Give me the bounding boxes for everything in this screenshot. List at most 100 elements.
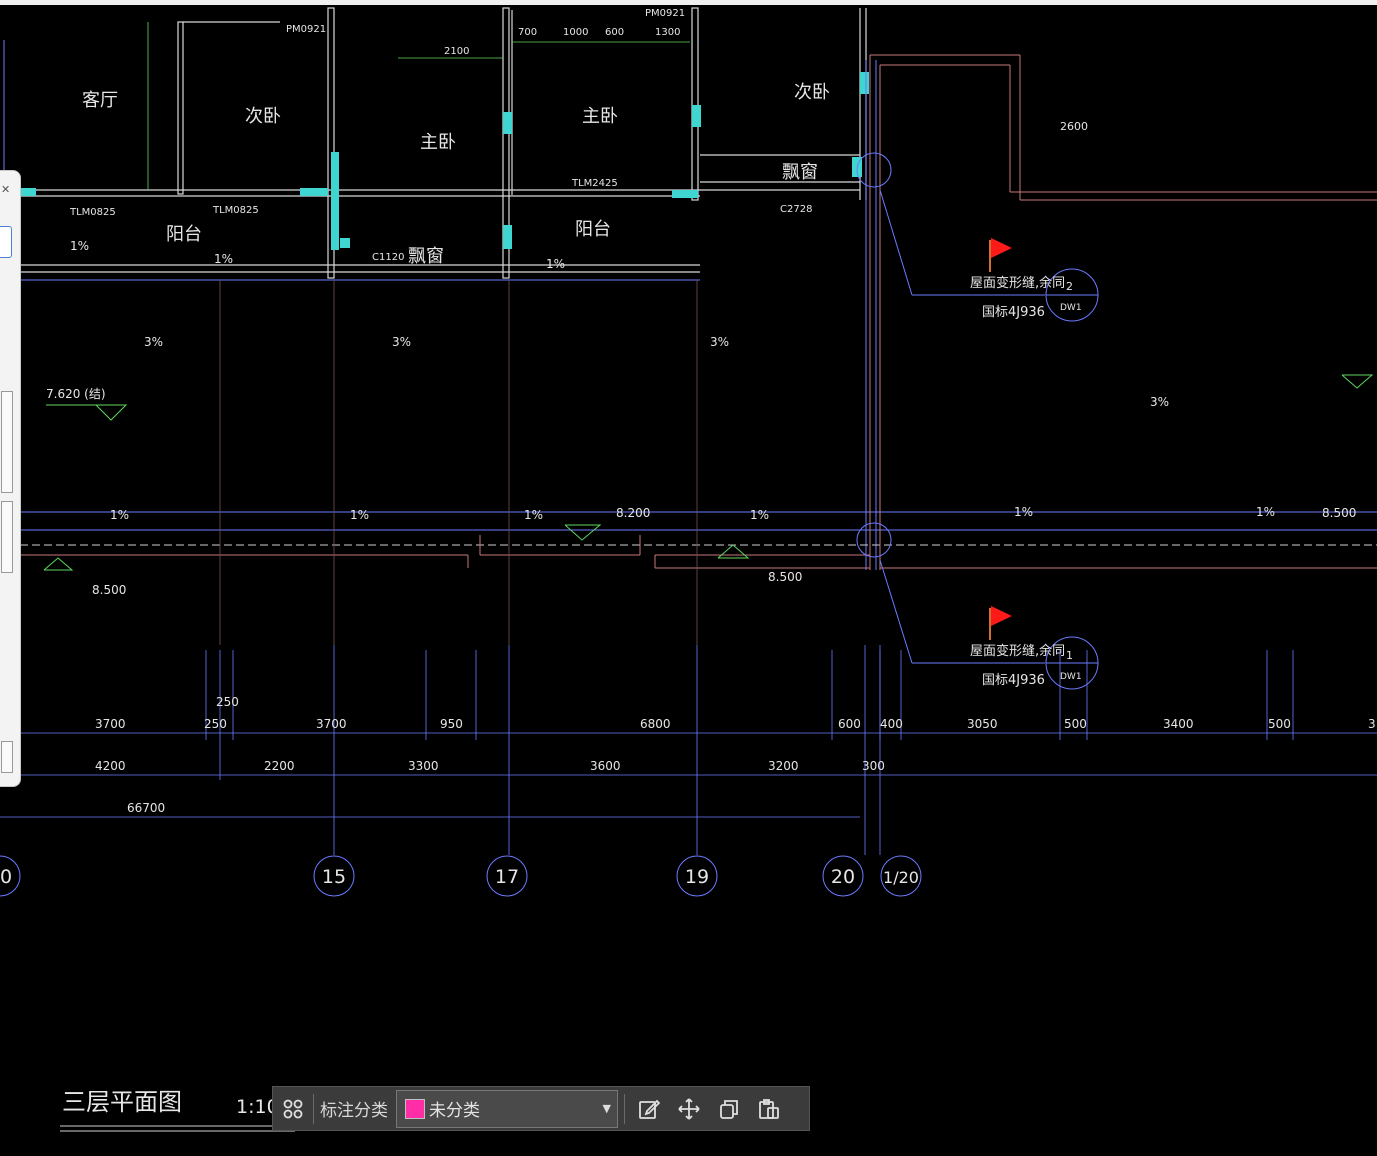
paste-icon[interactable] (749, 1089, 789, 1129)
svg-text:1%: 1% (110, 508, 129, 522)
svg-text:600: 600 (838, 717, 861, 731)
svg-text:17: 17 (495, 866, 519, 888)
svg-text:TLM2425: TLM2425 (571, 178, 618, 189)
move-icon[interactable] (669, 1089, 709, 1129)
svg-text:2600: 2600 (1060, 120, 1088, 133)
dimension-lines (0, 645, 1377, 855)
svg-text:2: 2 (1066, 280, 1073, 293)
outline-lines (3, 40, 1377, 570)
panel-frame (1, 501, 13, 573)
svg-text:3700: 3700 (95, 717, 126, 731)
svg-text:1%: 1% (350, 508, 369, 522)
callout-2: 屋面变形缝,余同 国标4J936 2 DW1 (879, 189, 1099, 322)
svg-text:3700: 3700 (316, 717, 347, 731)
axis-bubbles (0, 855, 922, 897)
top-edge (0, 0, 1377, 5)
svg-text:6800: 6800 (640, 717, 671, 731)
svg-text:8.200: 8.200 (616, 506, 650, 520)
flag-icon (991, 238, 1012, 258)
svg-text:3%: 3% (1150, 395, 1169, 409)
svg-text:300: 300 (862, 759, 885, 773)
svg-text:2100: 2100 (444, 46, 469, 57)
svg-text:次卧: 次卧 (794, 82, 830, 103)
panel-frame (1, 391, 13, 493)
svg-text:3200: 3200 (768, 759, 799, 773)
svg-text:3: 3 (1368, 717, 1376, 731)
pink-lines (20, 54, 1377, 570)
svg-text:1: 1 (1066, 649, 1073, 662)
svg-text:600: 600 (605, 27, 624, 38)
svg-text:1/20: 1/20 (883, 868, 919, 887)
svg-text:1%: 1% (70, 239, 89, 253)
side-panel[interactable]: ✕ (0, 170, 21, 787)
svg-text:8.500: 8.500 (768, 570, 802, 584)
svg-text:250: 250 (216, 695, 239, 709)
category-color-swatch (405, 1098, 425, 1119)
svg-text:3300: 3300 (408, 759, 439, 773)
svg-text:国标4J936: 国标4J936 (982, 673, 1045, 688)
svg-text:500: 500 (1064, 717, 1087, 731)
annotation-toolbar: 标注分类 未分类 ▼ (272, 1086, 810, 1131)
svg-text:700: 700 (518, 27, 537, 38)
svg-text:19: 19 (685, 866, 709, 888)
edit-icon[interactable] (629, 1089, 669, 1129)
svg-text:DW1: DW1 (1060, 672, 1082, 682)
svg-text:次卧: 次卧 (245, 106, 281, 127)
axis-gridlines (219, 280, 698, 645)
joint-circle (856, 522, 892, 558)
grid-icon[interactable] (273, 1089, 313, 1129)
svg-text:250: 250 (204, 717, 227, 731)
callout-1: 屋面变形缝,余同 国标4J936 1 DW1 (879, 559, 1099, 690)
dimension-row-2: 4200 2200 3300 3600 3200 300 66700 (95, 759, 885, 815)
toolbar-divider (624, 1093, 625, 1124)
svg-text:1%: 1% (1256, 505, 1275, 519)
svg-text:TLM0825: TLM0825 (69, 207, 116, 218)
elevation-labels: 7.620 (结) 8.200 8.500 8.500 8.500 (46, 387, 1356, 597)
panel-button[interactable] (1, 741, 13, 773)
room-labels: 客厅 次卧 主卧 主卧 次卧 阳台 阳台 飘窗 飘窗 PM0921 PM0921… (69, 8, 1088, 267)
category-label: 标注分类 (320, 1101, 388, 1121)
drawing-title: 三层平面图 (62, 1088, 182, 1116)
svg-text:DW1: DW1 (1060, 303, 1082, 313)
svg-text:国标4J936: 国标4J936 (982, 305, 1045, 320)
dimension-row-1: 3700 250 3700 950 6800 600 400 3050 500 … (95, 695, 1376, 731)
svg-text:飘窗: 飘窗 (408, 246, 444, 267)
elevation-marks (43, 374, 1374, 571)
svg-text:客厅: 客厅 (82, 90, 118, 111)
svg-text:阳台: 阳台 (166, 224, 202, 245)
svg-text:8.500: 8.500 (92, 583, 126, 597)
copy-icon[interactable] (709, 1089, 749, 1129)
svg-text:3050: 3050 (967, 717, 998, 731)
svg-text:20: 20 (831, 866, 855, 888)
svg-text:3600: 3600 (590, 759, 621, 773)
svg-text:15: 15 (322, 866, 346, 888)
svg-text:1%: 1% (546, 257, 565, 271)
svg-text:950: 950 (440, 717, 463, 731)
svg-text:1%: 1% (214, 252, 233, 266)
svg-text:屋面变形缝,余同: 屋面变形缝,余同 (970, 275, 1065, 291)
category-select-value: 未分类 (429, 1101, 480, 1121)
svg-text:1000: 1000 (563, 27, 588, 38)
window-frames (20, 72, 869, 250)
close-icon[interactable]: ✕ (1, 183, 11, 196)
svg-text:C1120: C1120 (372, 252, 404, 263)
svg-text:屋面变形缝,余同: 屋面变形缝,余同 (970, 643, 1065, 659)
svg-text:1%: 1% (524, 508, 543, 522)
svg-text:7.620 (结): 7.620 (结) (46, 387, 106, 401)
svg-text:TLM0825: TLM0825 (212, 205, 259, 216)
svg-text:2200: 2200 (264, 759, 295, 773)
svg-text:4200: 4200 (95, 759, 126, 773)
svg-text:10: 10 (0, 866, 12, 888)
svg-text:PM0921: PM0921 (286, 24, 326, 35)
panel-input[interactable] (0, 226, 12, 258)
svg-text:3%: 3% (144, 335, 163, 349)
joint-circle (856, 152, 892, 188)
svg-text:主卧: 主卧 (420, 132, 456, 153)
category-select[interactable]: 未分类 ▼ (396, 1089, 618, 1128)
axis-labels: 10 15 17 19 20 1/20 (0, 866, 919, 888)
svg-text:C2728: C2728 (780, 204, 812, 215)
toolbar-divider (313, 1093, 314, 1124)
svg-text:400: 400 (880, 717, 903, 731)
chevron-down-icon: ▼ (602, 1102, 611, 1115)
